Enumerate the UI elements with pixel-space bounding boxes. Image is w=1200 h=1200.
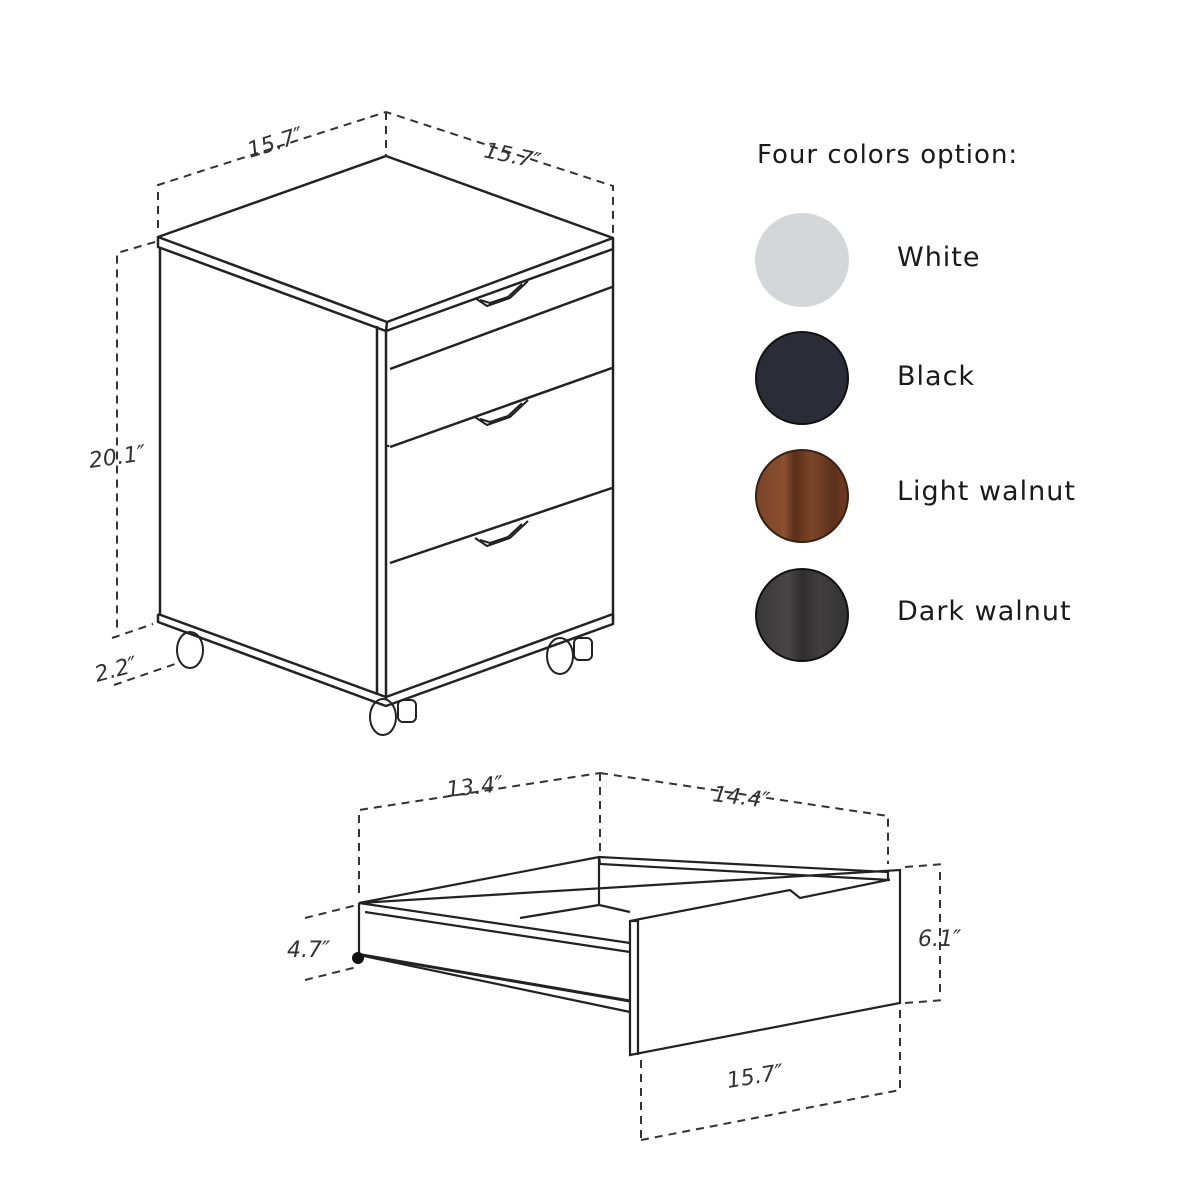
drawer-side-height-label: 4.7″ <box>287 938 331 963</box>
cabinet-top <box>156 154 615 333</box>
swatch-label-light-walnut: Light walnut <box>897 476 1076 507</box>
cabinet-width-label: 15.7″ <box>244 123 307 164</box>
swatch-label-white: White <box>897 242 981 273</box>
drawer-drawing <box>357 855 902 1057</box>
swatch-white <box>755 213 849 307</box>
drawer-inner-width-label: 14.4″ <box>711 782 772 814</box>
swatch-black <box>755 331 849 425</box>
cabinet-depth-label: 15.7″ <box>482 138 544 175</box>
drawer-front-height-label: 6.1″ <box>918 927 962 952</box>
cabinet-height-label: 20.1″ <box>87 441 148 474</box>
caster-wheels <box>176 631 593 736</box>
drawer-front-width-label: 15.7″ <box>725 1060 786 1094</box>
drawer-inner-length-label: 13.4″ <box>445 772 505 803</box>
swatch-label-black: Black <box>897 361 976 392</box>
caster-height-label: 2.2″ <box>92 652 141 688</box>
cabinet-base <box>156 612 615 708</box>
color-options-title: Four colors option: <box>757 140 1019 170</box>
swatch-dark-walnut <box>755 568 849 662</box>
drawer-handles <box>474 280 529 547</box>
drawer-runner-wheel-icon <box>352 952 364 964</box>
drawer-fronts <box>386 285 613 565</box>
cabinet-side-panel <box>158 247 388 700</box>
swatch-label-dark-walnut: Dark walnut <box>897 596 1072 627</box>
swatch-light-walnut <box>755 449 849 543</box>
